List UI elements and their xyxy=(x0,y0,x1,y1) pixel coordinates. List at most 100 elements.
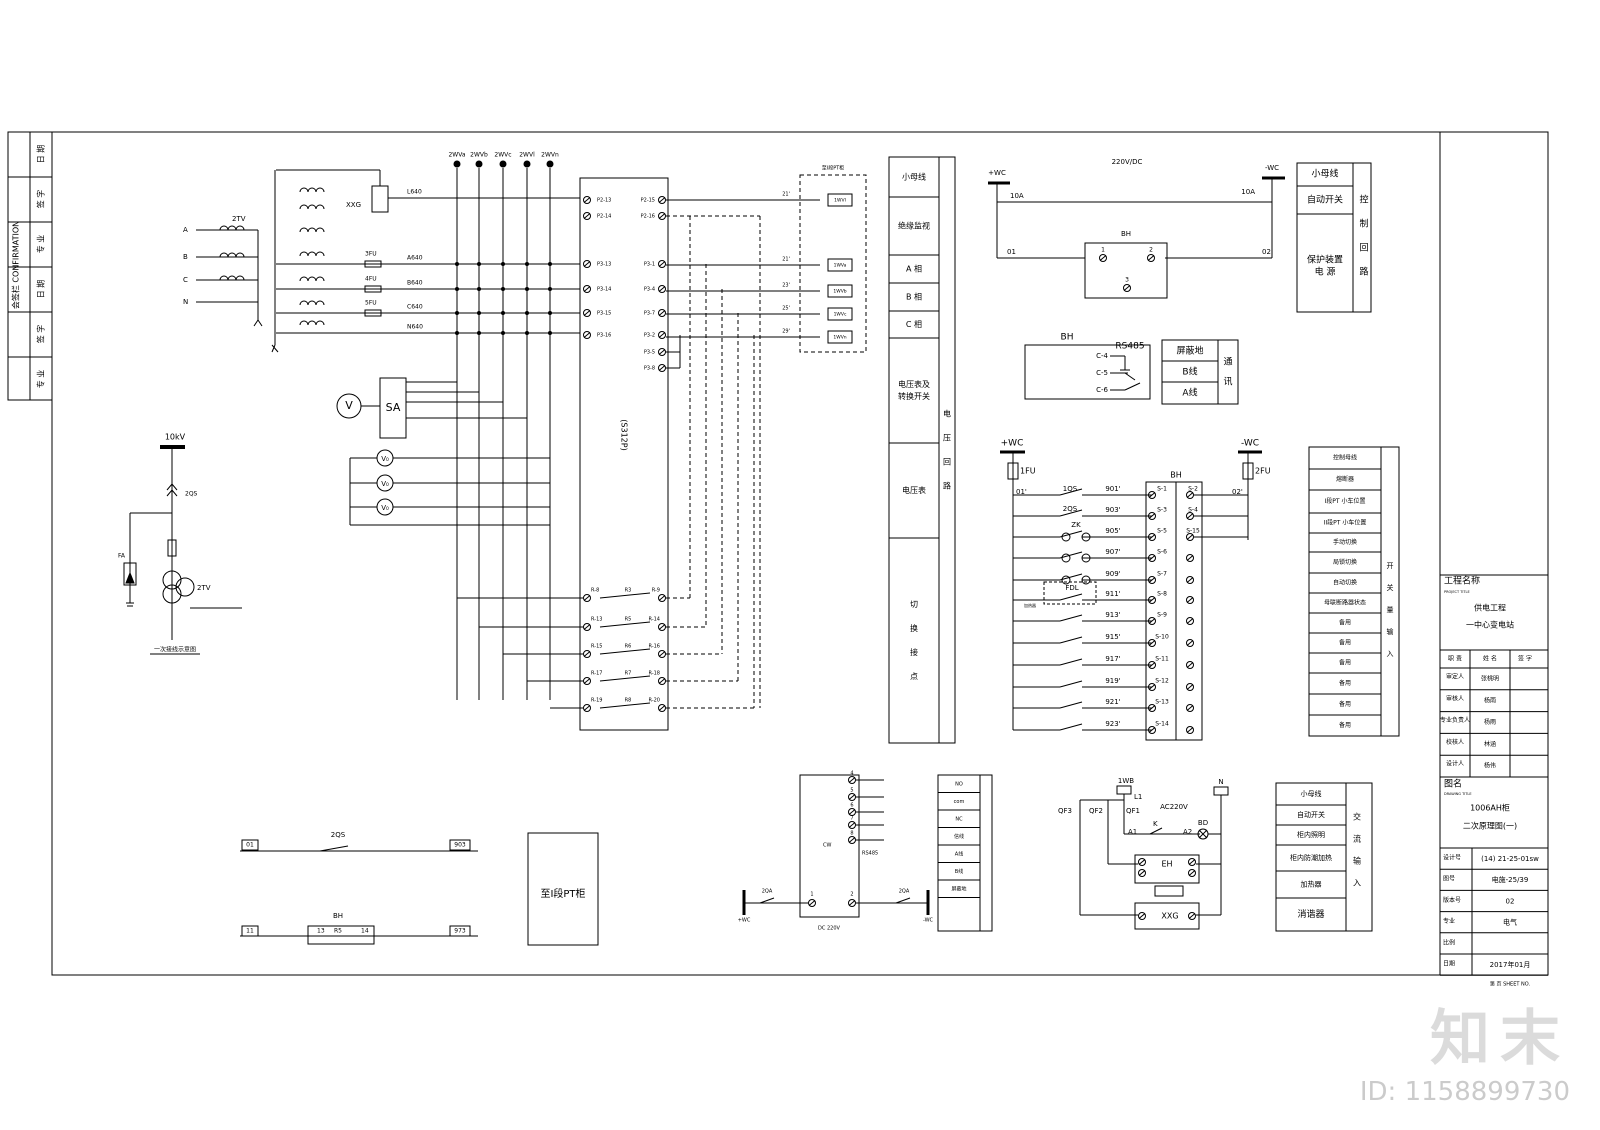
terminal-slash xyxy=(848,777,856,783)
terminal-label: S-15 xyxy=(1186,528,1200,535)
lamp-x xyxy=(1198,829,1208,839)
table-side-label: 流 xyxy=(1353,834,1361,844)
terminal-label: S-12 xyxy=(1155,678,1169,685)
terminal xyxy=(658,331,666,339)
relay-port: R-13 xyxy=(591,617,602,623)
heater-eh xyxy=(1134,854,1200,884)
watermark-id: ID: 1158899730 xyxy=(1359,1077,1570,1107)
terminal xyxy=(1148,683,1156,691)
tb-key: 图号 xyxy=(1443,876,1455,883)
terminal-slash xyxy=(1148,513,1156,519)
table-cell: com xyxy=(954,799,965,805)
terminal xyxy=(658,650,666,658)
terminal xyxy=(848,793,856,801)
terminal-box xyxy=(241,925,259,937)
terminal-slash xyxy=(658,705,666,711)
port-label: P3-1 xyxy=(644,262,655,268)
wire-label: 909' xyxy=(1105,570,1120,578)
coil-winding xyxy=(299,204,309,210)
port-label: P3-4 xyxy=(644,287,655,293)
ground xyxy=(271,344,279,353)
table-side-label: 入 xyxy=(1387,650,1394,658)
terminal xyxy=(1186,639,1194,647)
ground xyxy=(271,344,276,353)
fuse-label: 5FU xyxy=(365,300,377,307)
arrester-symbol xyxy=(125,571,135,584)
switch-blade xyxy=(599,648,651,655)
terminal xyxy=(1186,533,1194,541)
pt-cabinet-box xyxy=(527,832,599,946)
port-label: P3-15 xyxy=(597,311,611,317)
qa-label: 2QA xyxy=(899,889,910,895)
terminal xyxy=(1148,726,1156,734)
strip-label: 日 期 xyxy=(37,145,46,164)
pin-label: 14 xyxy=(361,928,369,935)
terminal-label: 903 xyxy=(454,842,466,849)
wire-label: L640 xyxy=(407,189,422,196)
xxg-label: XXG xyxy=(1161,912,1178,921)
switch-label: 2QS xyxy=(331,831,346,839)
fuse xyxy=(167,539,177,557)
dc-label: 220V/DC xyxy=(1112,158,1143,166)
kv-label: 10kV xyxy=(165,433,186,442)
terminal-slash xyxy=(583,197,591,203)
table-side-label: 关 xyxy=(1387,583,1394,592)
wc-label: -WC xyxy=(1241,439,1259,449)
terminal xyxy=(1186,512,1194,520)
tb-value: 2017年01月 xyxy=(1490,960,1531,969)
fuse xyxy=(364,260,382,268)
pin-label: C-6 xyxy=(1096,386,1108,394)
terminal xyxy=(1188,869,1196,877)
switch-blade xyxy=(1059,530,1083,538)
terminal-slash xyxy=(848,809,856,815)
switch-label: 2QS xyxy=(1063,505,1078,513)
small-bus-label: 2WVc xyxy=(494,152,511,159)
terminal xyxy=(658,196,666,204)
table-cell: A 相 xyxy=(906,264,922,274)
fuse xyxy=(364,309,382,317)
terminal-slash xyxy=(1123,285,1131,291)
table-cell: I段PT 小车位置 xyxy=(1325,497,1366,505)
terminal xyxy=(1148,661,1156,669)
table-side-label: 路 xyxy=(1359,266,1368,278)
terminal-slash xyxy=(658,595,666,601)
pin-label: 6 xyxy=(850,803,853,809)
terminal-slash xyxy=(1186,577,1194,583)
bus-terminal xyxy=(523,160,531,168)
relay-label: R8 xyxy=(625,698,632,704)
node-label: 01' xyxy=(1016,488,1027,496)
pin-label: 7 xyxy=(850,816,853,822)
coil-winding xyxy=(219,252,229,258)
tb-key: 版本号 xyxy=(1443,896,1461,904)
coil-winding xyxy=(307,204,317,210)
terminal-slash xyxy=(1148,618,1156,624)
port-label: P3-2 xyxy=(644,333,655,339)
table-cell: A线 xyxy=(955,851,963,858)
pin-label: 1 xyxy=(1101,247,1105,254)
bus-tag: 29' xyxy=(782,329,790,335)
terminal-slash xyxy=(658,261,666,267)
table-cell: 手动切换 xyxy=(1333,538,1357,546)
bh-terminal-block xyxy=(1145,481,1203,741)
strip-label: 签 字 xyxy=(36,325,46,344)
junction-dot xyxy=(477,311,481,315)
strip-title: 会签栏 CONFIRMATION xyxy=(11,221,21,309)
terminal-slash xyxy=(658,365,666,371)
tb-name: 张桃明 xyxy=(1481,675,1499,683)
terminal-slash xyxy=(1138,870,1146,876)
table-side-label: 输 xyxy=(1353,856,1361,866)
pin-label: 4 xyxy=(850,771,853,777)
bus-terminal xyxy=(499,160,507,168)
table-side-label: 量 xyxy=(1387,606,1394,614)
qf-label: QF2 xyxy=(1089,807,1103,815)
table-cell: II段PT 小车位置 xyxy=(1324,519,1367,527)
terminal xyxy=(1148,576,1156,584)
zk-contact xyxy=(1081,575,1091,585)
tb-value: 电施-25/39 xyxy=(1492,875,1529,884)
busbar-name: 1WVa xyxy=(834,263,847,269)
wire-label: 901' xyxy=(1105,485,1120,493)
selector-switch-sa xyxy=(379,377,407,439)
terminal xyxy=(583,331,591,339)
wc-label: -WC xyxy=(1265,164,1279,172)
device-s312p xyxy=(579,177,669,731)
